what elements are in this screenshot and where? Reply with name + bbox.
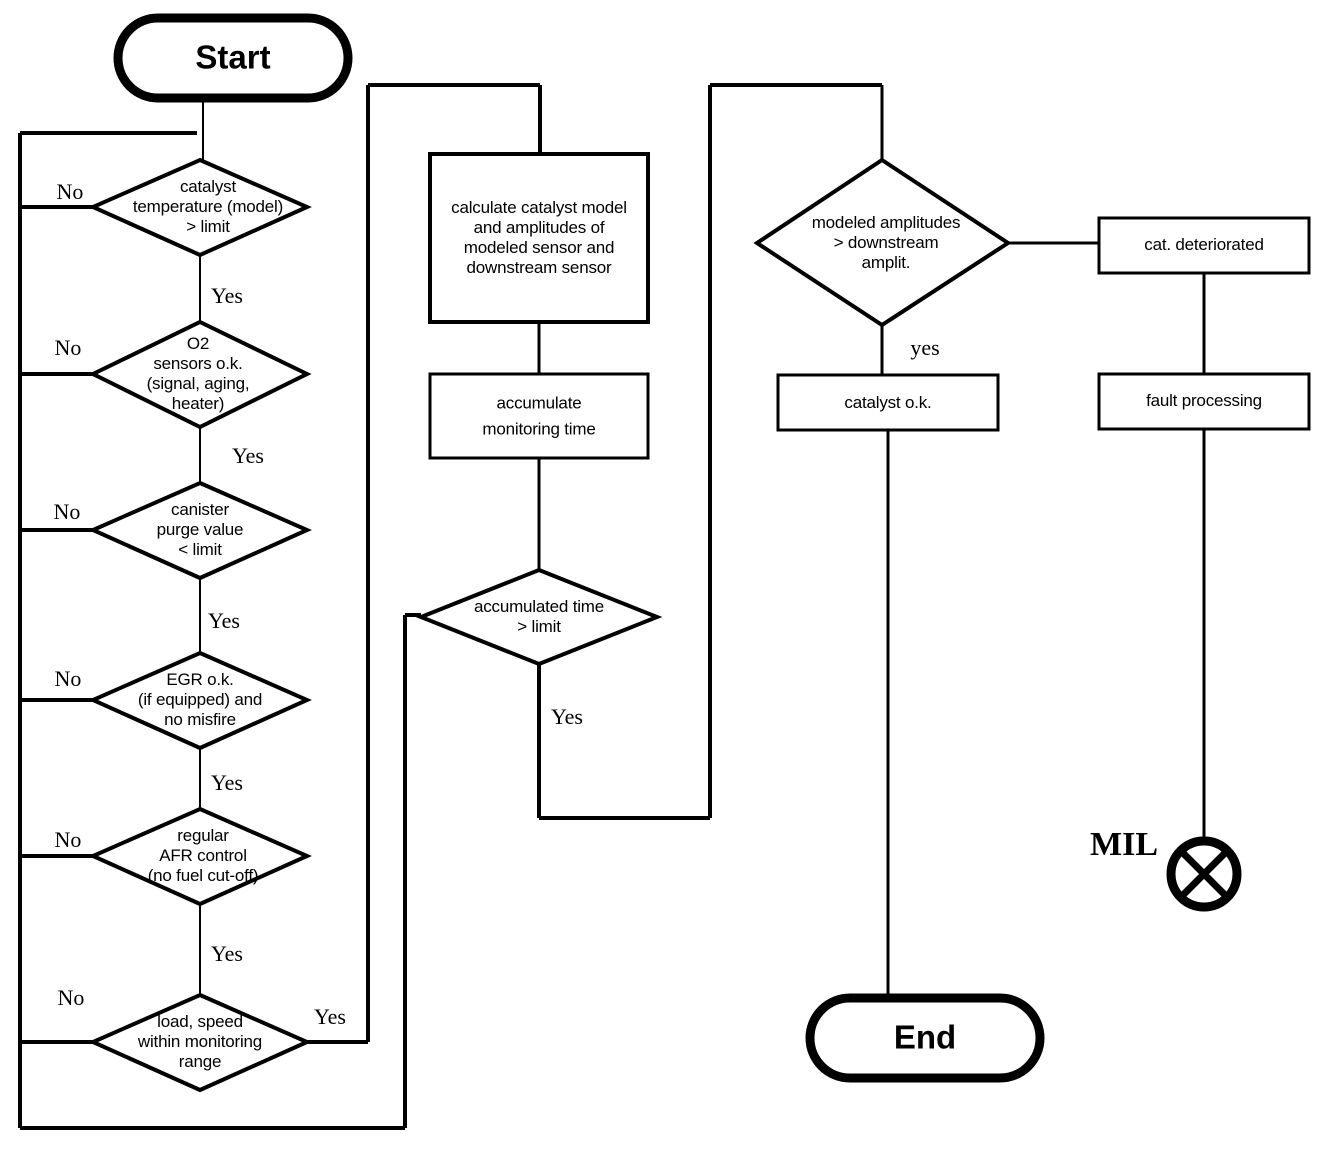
process-cat-deteriorated-shape bbox=[1097, 216, 1311, 275]
decision-canister-purge-shape bbox=[88, 480, 312, 581]
process-fault-processing-shape bbox=[1097, 372, 1311, 431]
terminal-end-shape bbox=[805, 993, 1045, 1083]
mil-cross-icon bbox=[1178, 848, 1230, 900]
process-catalyst-ok-shape bbox=[776, 373, 1000, 432]
process-accumulate-shape bbox=[428, 372, 650, 460]
decision-catalyst-temp-shape bbox=[88, 157, 312, 258]
decision-afr-control-shape bbox=[88, 806, 312, 907]
decision-load-speed-shape bbox=[88, 992, 312, 1093]
decision-modeled-ampl-shape bbox=[753, 157, 1012, 328]
terminal-start-shape bbox=[113, 13, 353, 103]
decision-o2-sensors-shape bbox=[88, 319, 312, 430]
decision-egr-misfire-shape bbox=[88, 650, 312, 751]
process-calculate-shape bbox=[428, 152, 650, 324]
mil-circle-icon bbox=[1166, 836, 1242, 912]
decision-accum-time-shape bbox=[415, 567, 663, 667]
